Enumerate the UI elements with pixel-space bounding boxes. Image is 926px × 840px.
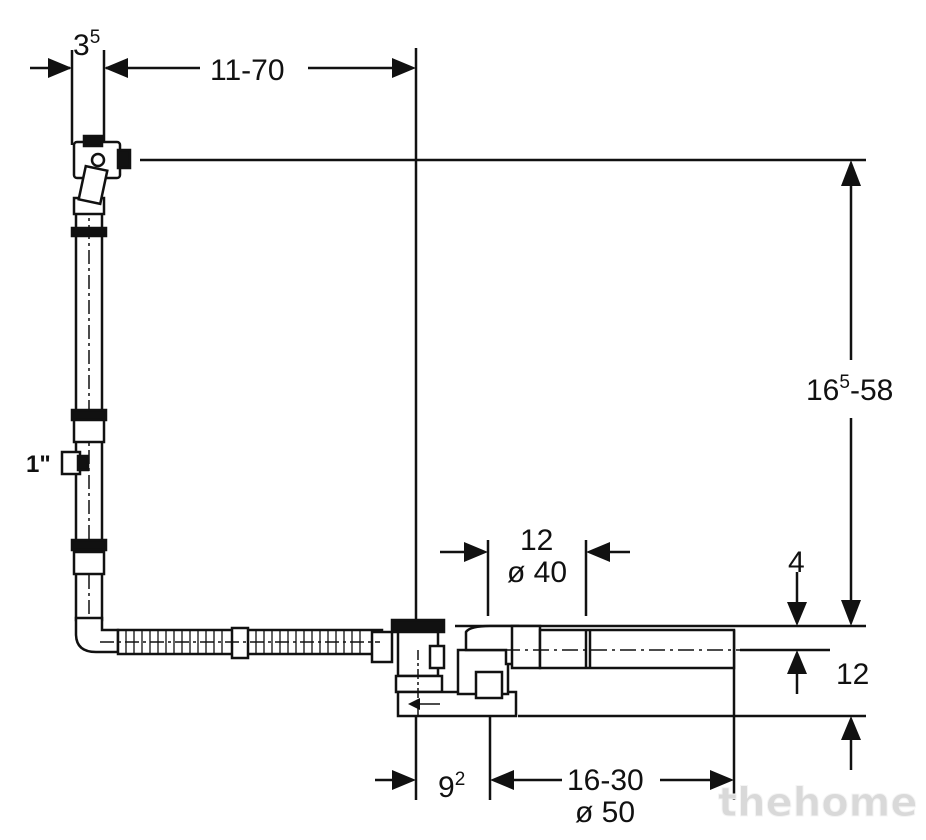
arrowheads bbox=[48, 58, 861, 790]
dim-bottom-right-range: 16-30 bbox=[567, 764, 644, 797]
dim-bottom-left: 92 bbox=[438, 769, 465, 804]
vertical-riser-pipe bbox=[70, 175, 108, 630]
side-inlet-fitting bbox=[60, 450, 90, 476]
dim-outlet-top-diameter: ø 40 bbox=[507, 556, 567, 589]
waste-drain-assembly bbox=[390, 618, 542, 720]
dim-height-range: 165-58 bbox=[806, 372, 893, 407]
dim-offset-top: 4 bbox=[788, 546, 805, 579]
dim-inlet-size: 1" bbox=[26, 451, 51, 478]
dim-offset-right: 12 bbox=[836, 658, 869, 691]
dim-top-left: 35 bbox=[73, 27, 100, 62]
overflow-fitting bbox=[72, 134, 132, 206]
dim-bottom-right-diameter: ø 50 bbox=[575, 796, 635, 829]
dim-top-span: 11-70 bbox=[210, 54, 285, 87]
dim-outlet-top-value: 12 bbox=[520, 524, 553, 557]
dimension-lines bbox=[30, 48, 866, 800]
outlet-pipe bbox=[504, 628, 756, 670]
watermark-logo: thehome bbox=[718, 780, 918, 826]
flexible-hose bbox=[74, 616, 394, 664]
